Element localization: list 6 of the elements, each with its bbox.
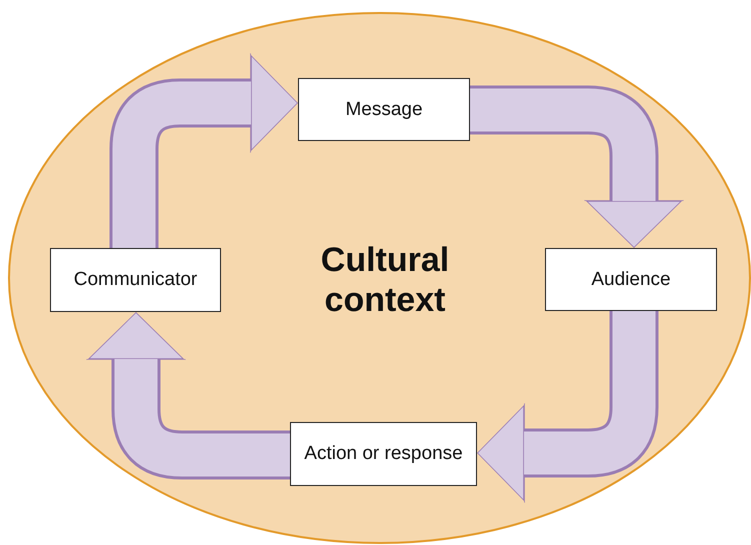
process-box: Action or response bbox=[290, 422, 477, 486]
context-title: Cultural context bbox=[320, 240, 450, 320]
process-box: Communicator bbox=[50, 248, 221, 312]
process-box: Message bbox=[298, 78, 470, 141]
process-box: Audience bbox=[545, 248, 717, 311]
context-ellipse bbox=[8, 12, 751, 544]
